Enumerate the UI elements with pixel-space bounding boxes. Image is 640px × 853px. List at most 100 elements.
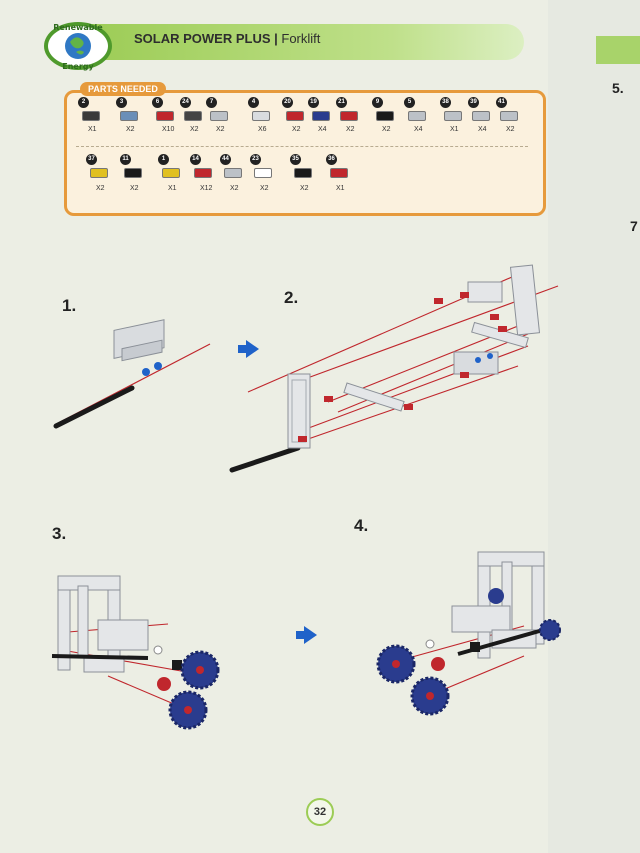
part-quantity: X10 (162, 126, 174, 133)
part-icon (330, 168, 348, 178)
title-separator: | (271, 31, 282, 46)
part-icon (162, 168, 180, 178)
part-icon (210, 111, 228, 121)
part-quantity: X2 (506, 126, 515, 133)
part-number-badge: 7 (206, 97, 217, 108)
arrow-right-icon (304, 626, 317, 644)
part-icon (472, 111, 490, 121)
part-icon (312, 111, 330, 121)
part-number-badge: 23 (250, 154, 261, 165)
part-icon (254, 168, 272, 178)
next-step-5: 5. (612, 80, 624, 96)
gear-icon (412, 678, 448, 714)
part-icon (376, 111, 394, 121)
part-quantity: X2 (130, 185, 139, 192)
part-quantity: X2 (126, 126, 135, 133)
part-quantity: X4 (318, 126, 327, 133)
part-quantity: X2 (292, 126, 301, 133)
part-number-badge: 41 (496, 97, 507, 108)
step-4-illustration (374, 546, 564, 720)
model-subtitle: Forklift (281, 31, 320, 46)
next-page-edge (548, 0, 640, 853)
part-quantity: X2 (190, 126, 199, 133)
part-quantity: X6 (258, 126, 267, 133)
part-quantity: X12 (200, 185, 212, 192)
next-step-7: 7 (630, 218, 638, 234)
part-number-badge: 2 (78, 97, 89, 108)
part-icon (184, 111, 202, 121)
step-number-3: 3. (52, 524, 66, 544)
logo-text-bottom: Energy (62, 62, 94, 71)
part-icon (252, 111, 270, 121)
part-number-badge: 20 (282, 97, 293, 108)
part-quantity: X1 (88, 126, 97, 133)
part-quantity: X1 (336, 185, 345, 192)
part-number-badge: 21 (336, 97, 347, 108)
part-icon (444, 111, 462, 121)
part-number-badge: 37 (86, 154, 97, 165)
part-number-badge: 9 (372, 97, 383, 108)
page-number: 32 (306, 798, 334, 826)
part-number-badge: 6 (152, 97, 163, 108)
parts-needed-box (64, 90, 546, 216)
next-page-header-band (596, 36, 640, 64)
part-icon (90, 168, 108, 178)
part-icon (340, 111, 358, 121)
part-number-badge: 19 (308, 97, 319, 108)
part-number-badge: 36 (326, 154, 337, 165)
part-quantity: X4 (478, 126, 487, 133)
part-number-badge: 39 (468, 97, 479, 108)
step-3-illustration (48, 560, 228, 730)
step-number-1: 1. (62, 296, 76, 316)
part-quantity: X2 (260, 185, 269, 192)
part-number-badge: 3 (116, 97, 127, 108)
part-quantity: X2 (382, 126, 391, 133)
part-number-badge: 4 (248, 97, 259, 108)
part-number-badge: 5 (404, 97, 415, 108)
part-icon (82, 111, 100, 121)
part-icon (124, 168, 142, 178)
part-icon (500, 111, 518, 121)
logo-text-top: Renewable (53, 23, 103, 32)
step-2-illustration (228, 262, 558, 474)
gear-icon (540, 620, 560, 640)
step-1-illustration (50, 330, 220, 430)
part-quantity: X1 (168, 185, 177, 192)
part-number-badge: 14 (190, 154, 201, 165)
step-number-4: 4. (354, 516, 368, 536)
parts-needed-label: PARTS NEEDED (80, 82, 166, 96)
part-icon (194, 168, 212, 178)
part-number-badge: 38 (440, 97, 451, 108)
part-number-badge: 35 (290, 154, 301, 165)
part-quantity: X2 (216, 126, 225, 133)
part-icon (294, 168, 312, 178)
part-number-badge: 11 (120, 154, 131, 165)
part-icon (120, 111, 138, 121)
gear-icon (170, 692, 206, 728)
part-number-badge: 1 (158, 154, 169, 165)
product-title: SOLAR POWER PLUS (134, 31, 271, 46)
part-quantity: X2 (230, 185, 239, 192)
renewable-energy-logo: Renewable Energy (42, 18, 114, 74)
gear-icon (182, 652, 218, 688)
part-quantity: X2 (300, 185, 309, 192)
part-quantity: X1 (450, 126, 459, 133)
part-number-badge: 44 (220, 154, 231, 165)
parts-divider (76, 146, 528, 147)
part-quantity: X2 (96, 185, 105, 192)
